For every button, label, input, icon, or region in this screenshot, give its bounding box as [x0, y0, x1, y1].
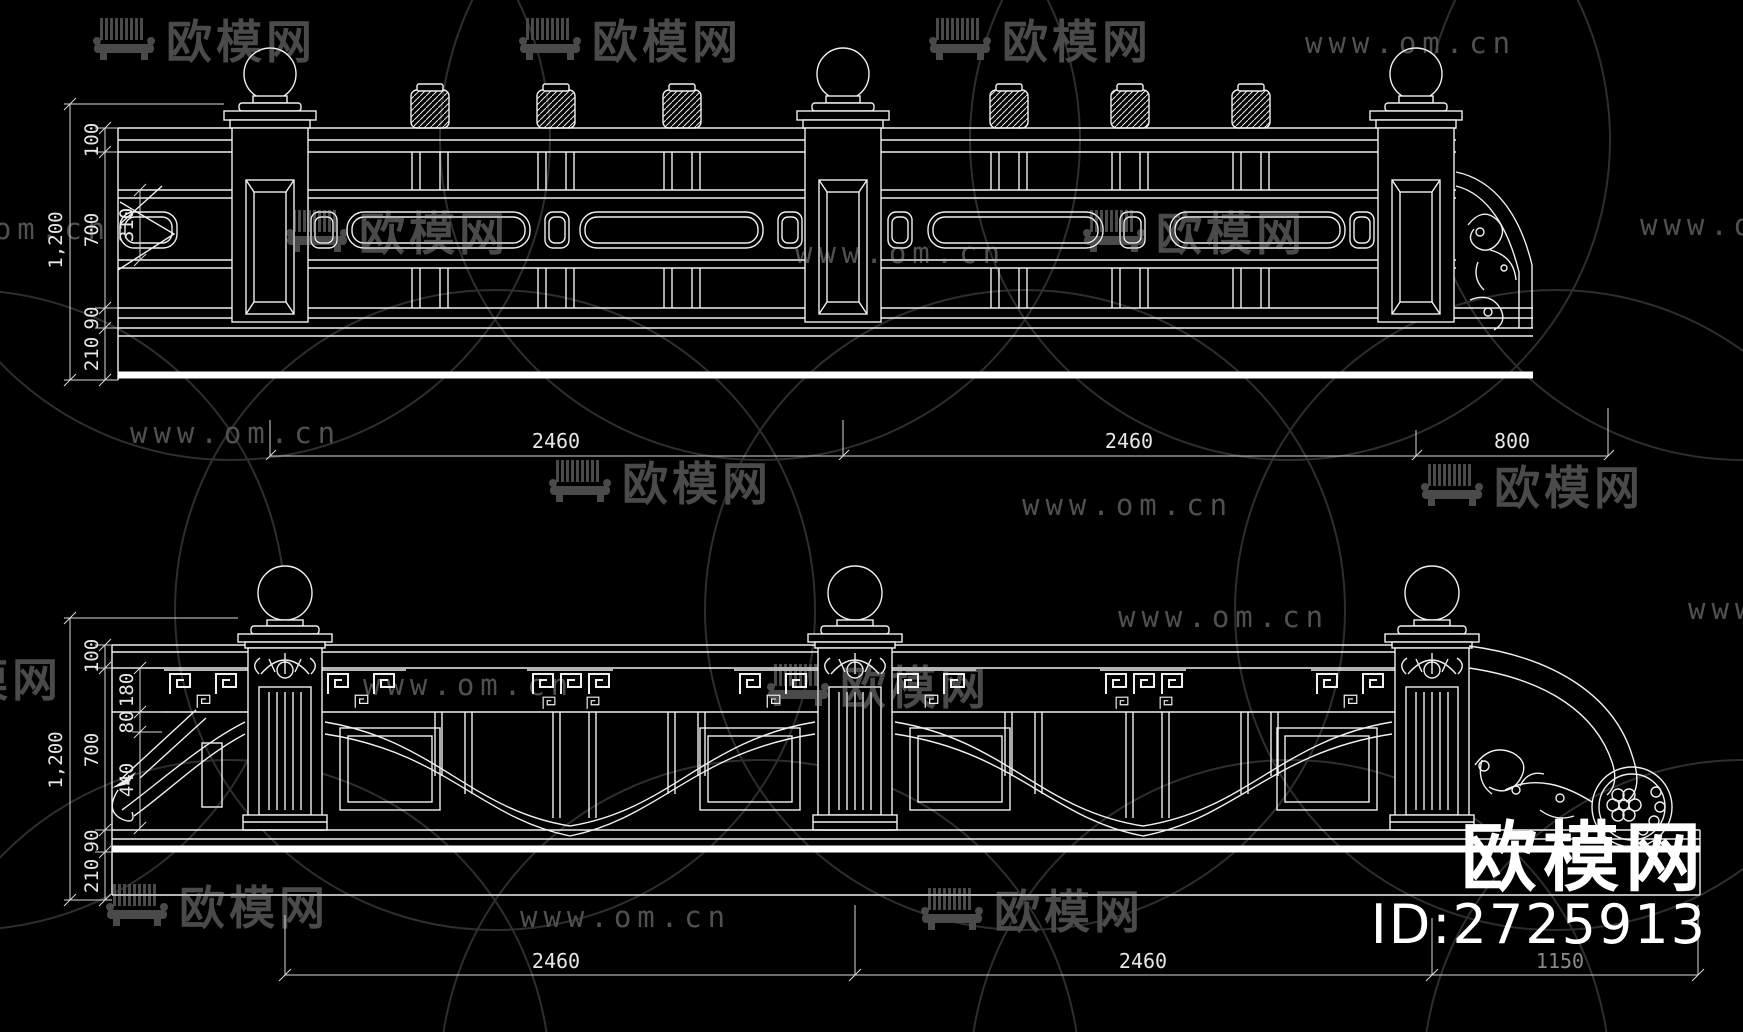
dim-700-2: 700 [81, 733, 103, 767]
watermark-site-name: 欧模网 [1156, 207, 1306, 261]
watermark-url: www.om.cn [1640, 208, 1743, 242]
greek-key-cluster [164, 669, 248, 709]
sofa-icon [767, 664, 829, 706]
dim-210: 210 [81, 337, 103, 371]
watermark-logo: 欧模网 [766, 652, 990, 718]
watermark-logo: 欧模网 [548, 448, 772, 514]
dim-span-1: 2460 [532, 429, 580, 453]
dim-span-1-2: 2460 [532, 949, 580, 973]
watermark-site-name: 欧模网 [179, 881, 329, 935]
watermark-site-name: 欧模网 [840, 661, 990, 715]
greek-key-cluster [1100, 669, 1186, 710]
watermark-logo: 欧模网 [105, 872, 329, 938]
watermark-site-name: 欧模网 [1494, 461, 1644, 515]
watermark-url: www.om.cn [1022, 488, 1234, 522]
greek-key-cluster [527, 669, 613, 710]
sofa-icon [921, 888, 983, 930]
hatched-finials [410, 83, 1271, 129]
sofa-icon [106, 884, 168, 926]
base-slab-2 [112, 829, 1701, 896]
watermark-logo: 欧模网 [928, 6, 1152, 72]
watermark-logo: 欧模网 [920, 876, 1144, 942]
watermark-site-name: 欧模网 [592, 15, 742, 69]
watermark-site-name: 欧模网 [166, 15, 316, 69]
post-right [1369, 47, 1463, 323]
site-branding-id: ID:2725913 [1370, 892, 1707, 956]
break-arrow-left [111, 709, 207, 822]
dim-overall: 1,200 [45, 211, 67, 268]
swag-rails [121, 712, 1393, 837]
dimension-labels-top: 1,200 100 700 90 210 310 2460 2460 800 [45, 123, 1530, 453]
dim-span-2-2: 2460 [1119, 949, 1167, 973]
dimensions-top-drawing [63, 97, 1615, 460]
sofa-icon [519, 18, 581, 60]
handrail-lines-2 [111, 644, 1469, 895]
watermark-url: www.om.cn [1305, 26, 1517, 60]
dim-440: 440 [116, 763, 138, 797]
watermark-logo: 欧模网 [1420, 452, 1644, 518]
sofa-icon [549, 460, 611, 502]
dim-90: 90 [81, 307, 103, 330]
dim-span-2: 2460 [1105, 429, 1153, 453]
watermark-site-name: 欧模网 [359, 207, 509, 261]
watermark-url: www.om.cn [1118, 600, 1330, 634]
greek-key-cluster [322, 669, 406, 709]
balusters [411, 152, 1270, 308]
watermark-logo: 欧模网 [92, 6, 316, 72]
watermark-url: www.om.cn [130, 416, 342, 450]
dim-span-3-2: 1150 [1536, 949, 1584, 973]
greek-key-cluster [892, 669, 976, 709]
dim-310: 310 [116, 208, 138, 242]
post-middle [796, 47, 890, 323]
watermark-url: www.om.cn [1688, 592, 1743, 626]
watermark-url: www.om.cn [520, 900, 732, 934]
watermark-url: www.om.cn [363, 668, 575, 702]
dim-80: 80 [116, 711, 138, 734]
site-branding-name: 欧模网 [1461, 813, 1707, 902]
watermark-logo: 欧模网 [0, 644, 62, 710]
post-middle-2 [807, 565, 903, 831]
watermark-logo: 欧模网 [285, 198, 509, 264]
watermark-site-name: 欧模网 [0, 653, 62, 707]
dimension-labels-bottom: 1,200 100 700 90 210 180 80 440 2460 246… [45, 639, 1584, 973]
watermark-url: www.om.cn [795, 236, 1007, 270]
balustrade-elevation-1: 1,200 100 700 90 210 310 2460 2460 800 [45, 47, 1615, 460]
dimensions-bottom-drawing [63, 611, 1705, 982]
watermark-logo: 欧模网 [518, 6, 742, 72]
dim-100: 100 [81, 123, 103, 157]
scroll-end [1455, 171, 1533, 331]
dim-180: 180 [116, 673, 138, 707]
greek-key-cluster [1311, 669, 1395, 709]
sofa-icon [93, 18, 155, 60]
dim-90-2: 90 [81, 830, 103, 853]
watermark-site-name: 欧模网 [994, 885, 1144, 939]
post-right-2 [1384, 565, 1480, 831]
dim-overall-2: 1,200 [45, 731, 67, 788]
watermark-url: www.om.cn [0, 212, 112, 246]
sofa-icon [929, 18, 991, 60]
dim-700: 700 [81, 213, 103, 247]
break-line-left [117, 185, 176, 271]
handrail-lines [117, 127, 1456, 380]
dim-span-3: 800 [1494, 429, 1530, 453]
watermark-site-name: 欧模网 [1002, 15, 1152, 69]
watermark-logo: 欧模网 [1082, 198, 1306, 264]
sofa-icon [1421, 464, 1483, 506]
volute-end [1468, 645, 1673, 848]
post-left-2 [237, 565, 333, 831]
post-left [223, 47, 317, 323]
dim-210-2: 210 [81, 859, 103, 893]
watermark-site-name: 欧模网 [622, 457, 772, 511]
sofa-icon [1083, 210, 1145, 252]
dim-100-2: 100 [81, 639, 103, 673]
sofa-icon [286, 210, 348, 252]
balustrade-elevation-2: 1,200 100 700 90 210 180 80 440 2460 246… [45, 565, 1705, 982]
site-branding: 欧模网 ID:2725913 [1371, 818, 1707, 952]
